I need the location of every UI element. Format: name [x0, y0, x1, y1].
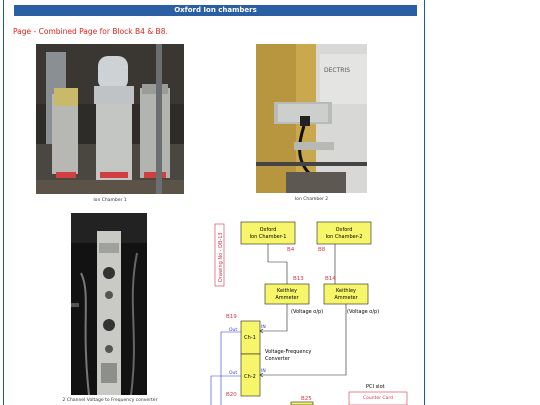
- channel-2-label: Ch-2: [244, 374, 256, 380]
- tag-b19: B19: [226, 314, 237, 320]
- tag-b25: B25: [301, 396, 312, 402]
- tag-b20: B20: [226, 392, 237, 398]
- tag-b4: B4: [287, 247, 295, 253]
- counter-card-box: [348, 391, 408, 405]
- ion-chamber-2-photo: DECTRIS: [256, 44, 367, 193]
- ammeter-1-label-1: Keithley: [277, 288, 297, 294]
- voltage-op-2: (Voltage o/p): [347, 309, 379, 315]
- ammeter-2-label-2: Ammeter: [334, 295, 358, 301]
- out-1-label: Out: [229, 327, 237, 333]
- converter-label-2: Converter: [265, 356, 291, 362]
- tag-b13: B13: [293, 276, 304, 282]
- drawing-no-box: [214, 223, 225, 287]
- dectris-sign: DECTRIS: [324, 67, 350, 74]
- ion-chamber-2-label-2: Ion Chamber-2: [326, 234, 363, 240]
- tag-b14: B14: [325, 276, 336, 282]
- wiring-diagram: Drawing No - DB-13 Oxford Ion Chamber-1 …: [195, 210, 424, 405]
- converter-caption: 2 Channel Voltage to Frequency converter: [62, 398, 158, 403]
- ion-chamber-1-caption: Ion Chamber 1: [93, 198, 127, 203]
- ammeter-1-label-2: Ammeter: [275, 295, 299, 301]
- ion-chamber-2-label-1: Oxford: [336, 227, 353, 233]
- b25-box: [290, 401, 314, 405]
- page-title-bar: Oxford Ion chambers: [14, 5, 417, 16]
- tag-b8: B8: [318, 247, 326, 253]
- pci-slot-label: PCI slot: [366, 384, 385, 390]
- counter-card-label: Counter Card: [363, 395, 393, 401]
- drawing-no-label: Drawing No - DB-13: [218, 232, 224, 282]
- right-border: [424, 0, 425, 405]
- ion-chamber-1-photo: [36, 44, 184, 194]
- converter-photo: [71, 213, 147, 395]
- ion-chamber-1-box: [240, 221, 296, 245]
- ion-chamber-1-label-1: Oxford: [260, 227, 277, 233]
- in-1-label: IN: [261, 324, 266, 330]
- ion-chamber-1-label-2: Ion Chamber-1: [250, 234, 287, 240]
- ion-chamber-2-caption: Ion Chamber 2: [294, 197, 329, 202]
- channel-1-label: Ch-1: [244, 335, 256, 341]
- ammeter-1-box: [264, 283, 310, 305]
- converter-label-1: Voltage-Frequency: [265, 349, 311, 355]
- in-2-label: IN: [261, 368, 266, 374]
- ion-chamber-2-box: [316, 221, 372, 245]
- out-2-label: Out: [229, 370, 237, 376]
- page-heading: Page - Combined Page for Block B4 & B8.: [13, 27, 168, 36]
- voltage-op-1: (Voltage o/p): [291, 309, 323, 315]
- left-border: [3, 0, 4, 405]
- ammeter-2-box: [323, 283, 369, 305]
- ammeter-2-label-1: Keithley: [336, 288, 356, 294]
